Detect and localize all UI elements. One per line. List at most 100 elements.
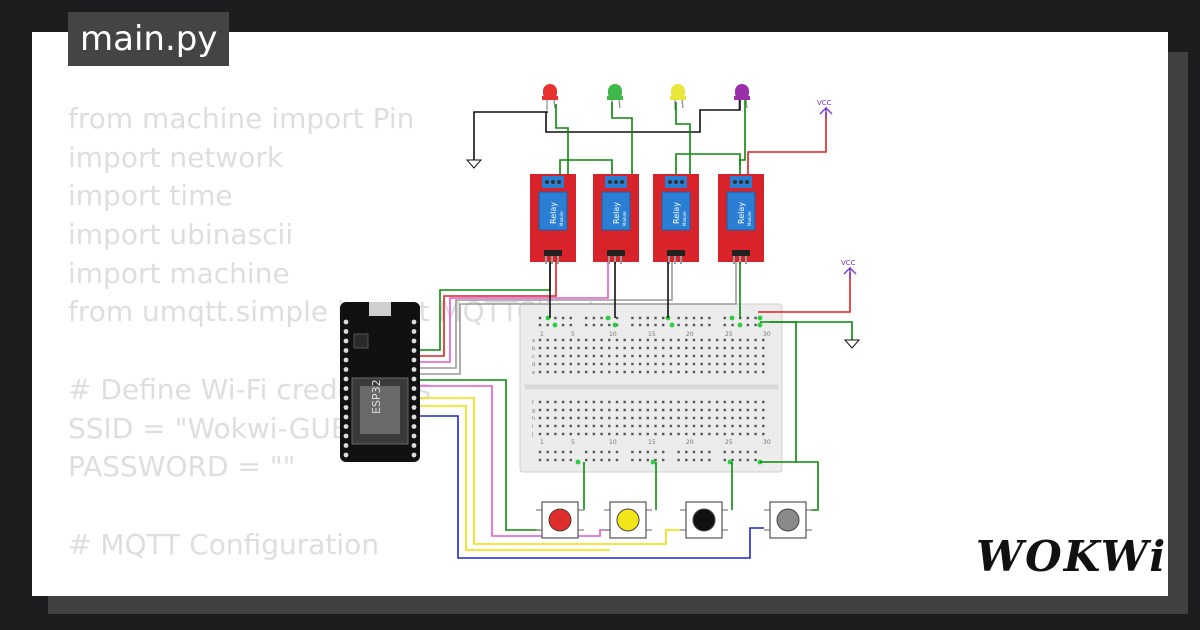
connection-point [757,322,763,328]
esp32-pin [411,348,417,353]
vcc-label: VCC [841,259,856,267]
connection-point [575,459,581,465]
esp32-pin [343,319,349,325]
code-line: # MQTT Configuration [68,527,380,561]
esp32-pin [411,376,417,382]
connection-point [727,459,733,465]
esp32-label: ESP32 [370,379,383,414]
connection-point [605,315,611,321]
esp32-pin [411,443,417,448]
pushbutton[interactable] [536,501,584,539]
led[interactable] [670,84,686,110]
relay-label: Relay [672,202,681,224]
breadboard-row-letter: b [532,346,535,352]
breadboard-column-number: 1 [540,439,544,446]
esp32-board[interactable]: ESP32 [340,302,420,462]
breadboard-column-number: 10 [609,439,617,446]
code-line: import machine [68,256,290,290]
esp32-pin [343,452,349,458]
leds [542,84,750,110]
power-symbols: VCC VCC [465,99,861,349]
esp32-pin [411,357,417,363]
esp32-pin [411,395,417,401]
esp32-pin [411,433,417,439]
code-line: import time [68,179,233,213]
esp32-pin [411,338,417,344]
connection-point [737,322,743,328]
relay-label: Relay [737,202,746,224]
connection-point [729,315,735,321]
breadboard-row-letter: j [531,432,533,438]
esp32-pin [343,329,349,334]
filename-tab[interactable]: main.py [68,12,230,66]
ground-symbol [465,159,483,169]
esp32-pin [411,424,417,429]
connection-point [669,322,675,328]
breadboard-column-number: 30 [763,331,771,338]
esp32-pin [411,367,417,372]
code-line: import ubinascii [68,218,294,252]
ground-symbol [843,339,861,349]
breadboard-row-letter: a [532,338,535,344]
breadboard-row-letter: h [532,416,535,422]
led[interactable] [607,84,623,110]
esp32-pin [343,357,349,363]
esp32-pin [343,395,349,401]
breadboard-column-number: 1 [540,331,544,338]
esp32-pin [343,367,349,372]
breadboard-column-number: 5 [571,331,575,338]
code-line: import network [68,140,284,174]
wokwi-logo: WOKWi [976,532,1168,581]
esp32-pin [343,376,349,382]
breadboard-column-number: 30 [763,439,771,446]
breadboard-row-letter: g [532,408,535,414]
esp32-pin [343,348,349,353]
code-line: from machine import Pin [68,102,415,135]
wires [420,100,853,559]
breadboard-column-number: 25 [725,331,733,338]
pushbutton[interactable] [604,501,652,539]
connection-point [757,315,763,321]
connection-point [650,459,656,465]
pushbutton[interactable] [764,501,812,539]
esp32-pin [411,405,417,410]
esp32-pin [343,443,349,448]
esp32-pin [343,338,349,344]
code-line: PASSWORD = "" [68,450,296,484]
breadboard-row-letter: i [532,424,533,430]
esp32-pin [411,386,417,391]
esp32-pin [343,414,349,420]
esp32-pin [411,414,417,420]
esp32-pin [411,319,417,325]
connection-point [552,322,558,328]
relay-sublabel: Module [682,211,687,226]
relay-label: Relay [612,202,621,224]
esp32-pin [343,405,349,410]
breadboard-column-number: 20 [686,439,694,446]
code-preview: from machine import Pin import network imp… [68,100,598,564]
breadboard-row-letter: f [532,400,534,406]
led[interactable] [542,84,558,110]
esp32-pin [343,386,349,391]
breadboard-row-letter: e [532,370,535,376]
breadboard-row-letter: d [532,362,535,368]
breadboard-column-number: 15 [648,439,656,446]
breadboard-column-number: 10 [609,331,617,338]
esp32-pin [411,452,417,458]
esp32-pin [343,433,349,439]
relay-sublabel: Module [559,211,564,226]
relay-label: Relay [549,202,558,224]
esp32-pin [411,329,417,334]
led[interactable] [734,84,750,110]
pushbuttons[interactable] [536,501,812,539]
pushbutton[interactable] [680,501,728,539]
relay-sublabel: Module [747,211,752,226]
breadboard-column-number: 25 [725,439,733,446]
connection-point [612,322,618,328]
